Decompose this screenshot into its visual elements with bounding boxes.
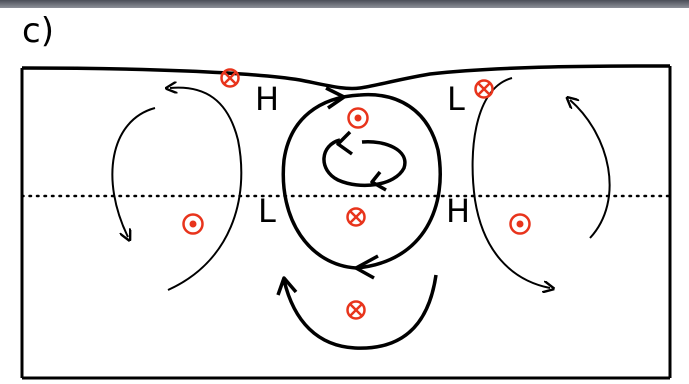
inner-eddy-head-top	[338, 132, 352, 154]
right-gyre-arrow	[473, 78, 550, 288]
out-of-page-symbol-top-center	[349, 109, 368, 128]
inner-eddy-arrow	[324, 140, 405, 185]
into-page-symbol-center	[348, 209, 365, 226]
out-of-page-symbol-left	[184, 215, 203, 234]
panel-label: c)	[22, 11, 54, 51]
label-h-middle-right: H	[446, 192, 470, 230]
right-gyre-return-arrow	[570, 100, 610, 238]
label-h-upper-left: H	[255, 80, 279, 118]
label-l-upper-right: L	[447, 80, 465, 118]
central-loop-arrow	[283, 95, 440, 268]
domain-frame	[22, 66, 670, 378]
bottom-arc-arrow	[284, 275, 436, 348]
label-l-middle-left: L	[258, 192, 276, 230]
left-gyre-arrow	[168, 88, 241, 290]
free-surface-line	[22, 66, 670, 89]
into-page-symbol-upper-right	[476, 81, 493, 98]
out-of-page-symbol-right	[511, 215, 530, 234]
left-gyre-return-arrow	[112, 108, 155, 237]
into-page-symbol-bottom	[348, 302, 365, 319]
